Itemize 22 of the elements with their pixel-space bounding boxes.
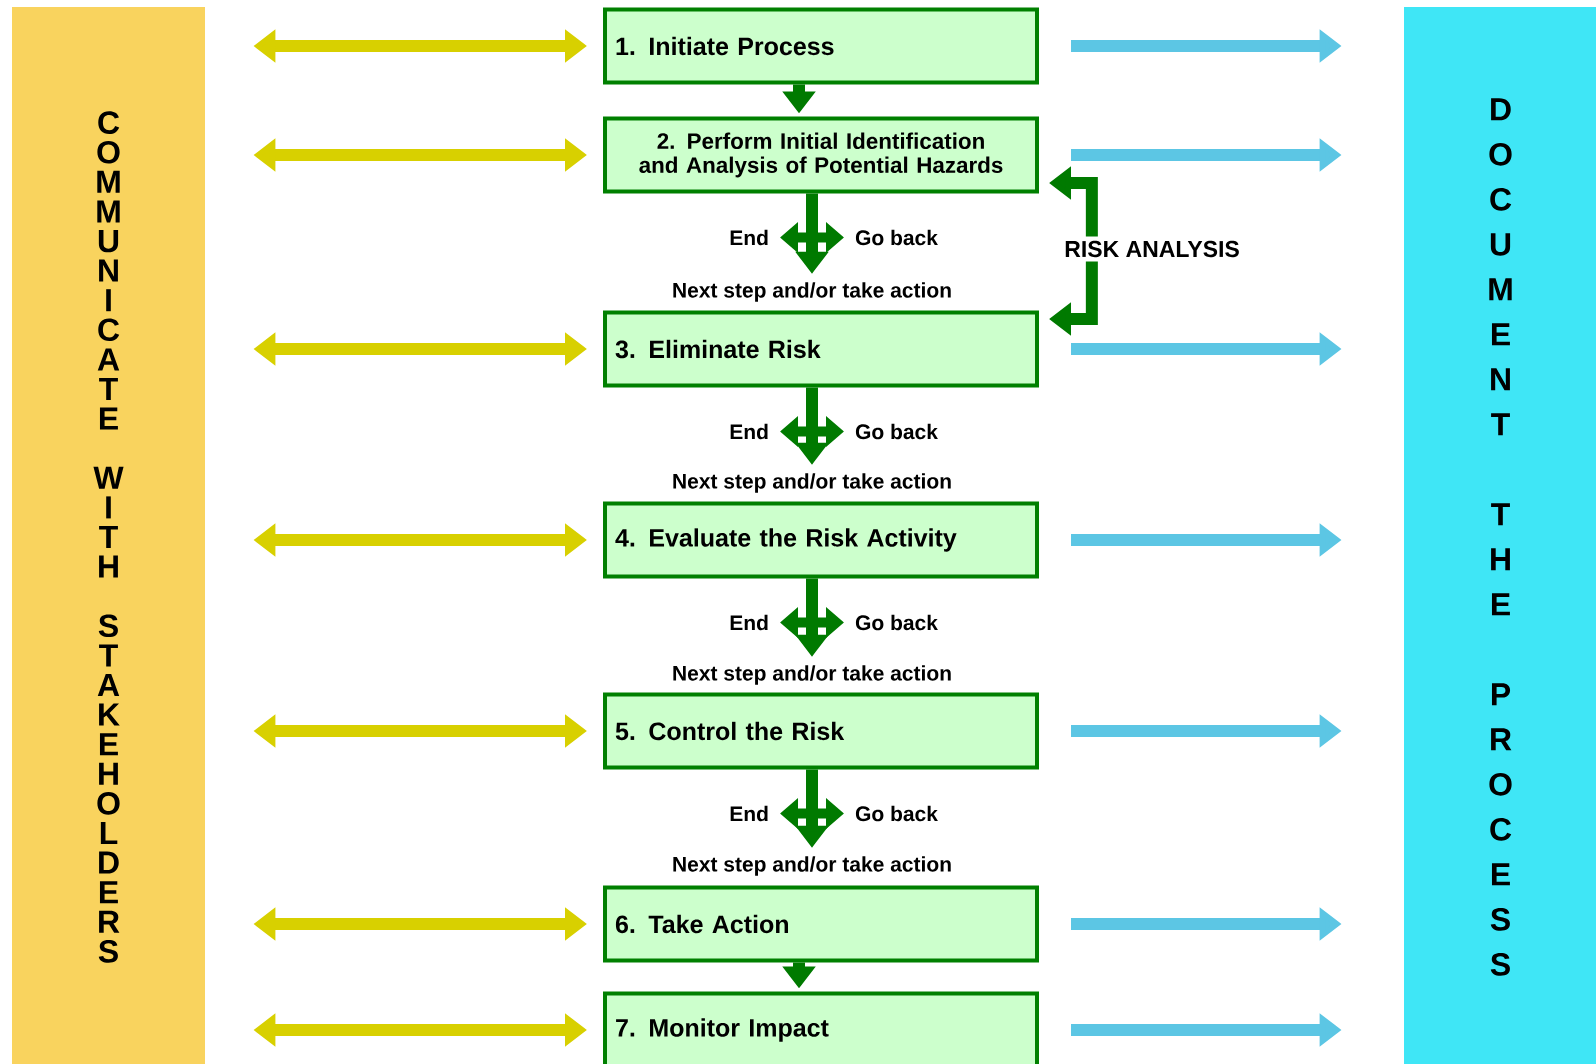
- option-label: End: [730, 423, 768, 440]
- option-label: Go back: [855, 805, 938, 822]
- process-box: 6. Take Action: [603, 885, 1039, 963]
- process-box: 3. Eliminate Risk: [603, 310, 1039, 388]
- step-note: Next step and/or take action: [673, 856, 951, 876]
- step-note: Next step and/or take action: [673, 473, 951, 493]
- section-label: RISK ANALYSIS: [1065, 240, 1239, 258]
- process-box: 1. Initiate Process: [603, 7, 1039, 85]
- option-label: End: [730, 229, 768, 246]
- option-label: Go back: [855, 614, 938, 631]
- side-band: COMMUNICATE WITH STAKEHOLDERS: [12, 7, 205, 1064]
- step-note: Next step and/or take action: [673, 665, 951, 685]
- side-band: DOCUMENT THE PROCESS: [1404, 7, 1596, 1064]
- process-box: 2. Perform Initial Identification and Analysis of Potential Hazards: [603, 116, 1039, 194]
- process-box: 7. Monitor Impact: [603, 991, 1039, 1064]
- option-label: End: [730, 614, 768, 631]
- process-box: 4. Evaluate the Risk Activity: [603, 501, 1039, 579]
- process-box: 5. Control the Risk: [603, 692, 1039, 770]
- option-label: Go back: [855, 423, 938, 440]
- option-label: Go back: [855, 229, 938, 246]
- option-label: End: [730, 805, 768, 822]
- step-note: Next step and/or take action: [673, 282, 951, 302]
